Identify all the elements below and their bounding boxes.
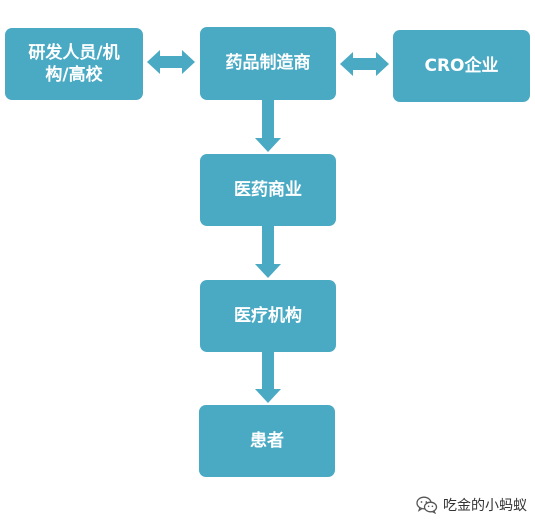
node-manufacturer: 药品制造商 <box>200 27 336 100</box>
node-patient-label: 患者 <box>250 430 284 451</box>
double-arrow-researchers-manufacturer <box>147 50 195 74</box>
arrow-medical-patient <box>255 352 281 403</box>
watermark-text: 吃金的小蚂蚁 <box>443 498 527 514</box>
node-medical-institution-label: 医疗机构 <box>234 305 302 326</box>
node-medical-institution: 医疗机构 <box>200 280 336 352</box>
arrow-manufacturer-distributor <box>255 100 281 152</box>
node-distributor-label: 医药商业 <box>234 179 302 200</box>
arrow-distributor-medical <box>255 226 281 278</box>
wechat-icon <box>416 496 438 514</box>
node-patient: 患者 <box>199 405 335 477</box>
node-researchers-label: 研发人员/机构/高校 <box>28 42 120 85</box>
watermark: 吃金的小蚂蚁 <box>416 495 527 515</box>
node-cro-label: CRO企业 <box>424 55 499 76</box>
node-manufacturer-label: 药品制造商 <box>225 53 311 74</box>
node-researchers: 研发人员/机构/高校 <box>5 28 143 100</box>
node-distributor: 医药商业 <box>200 154 336 226</box>
double-arrow-manufacturer-cro <box>340 52 389 76</box>
node-cro: CRO企业 <box>393 30 530 102</box>
